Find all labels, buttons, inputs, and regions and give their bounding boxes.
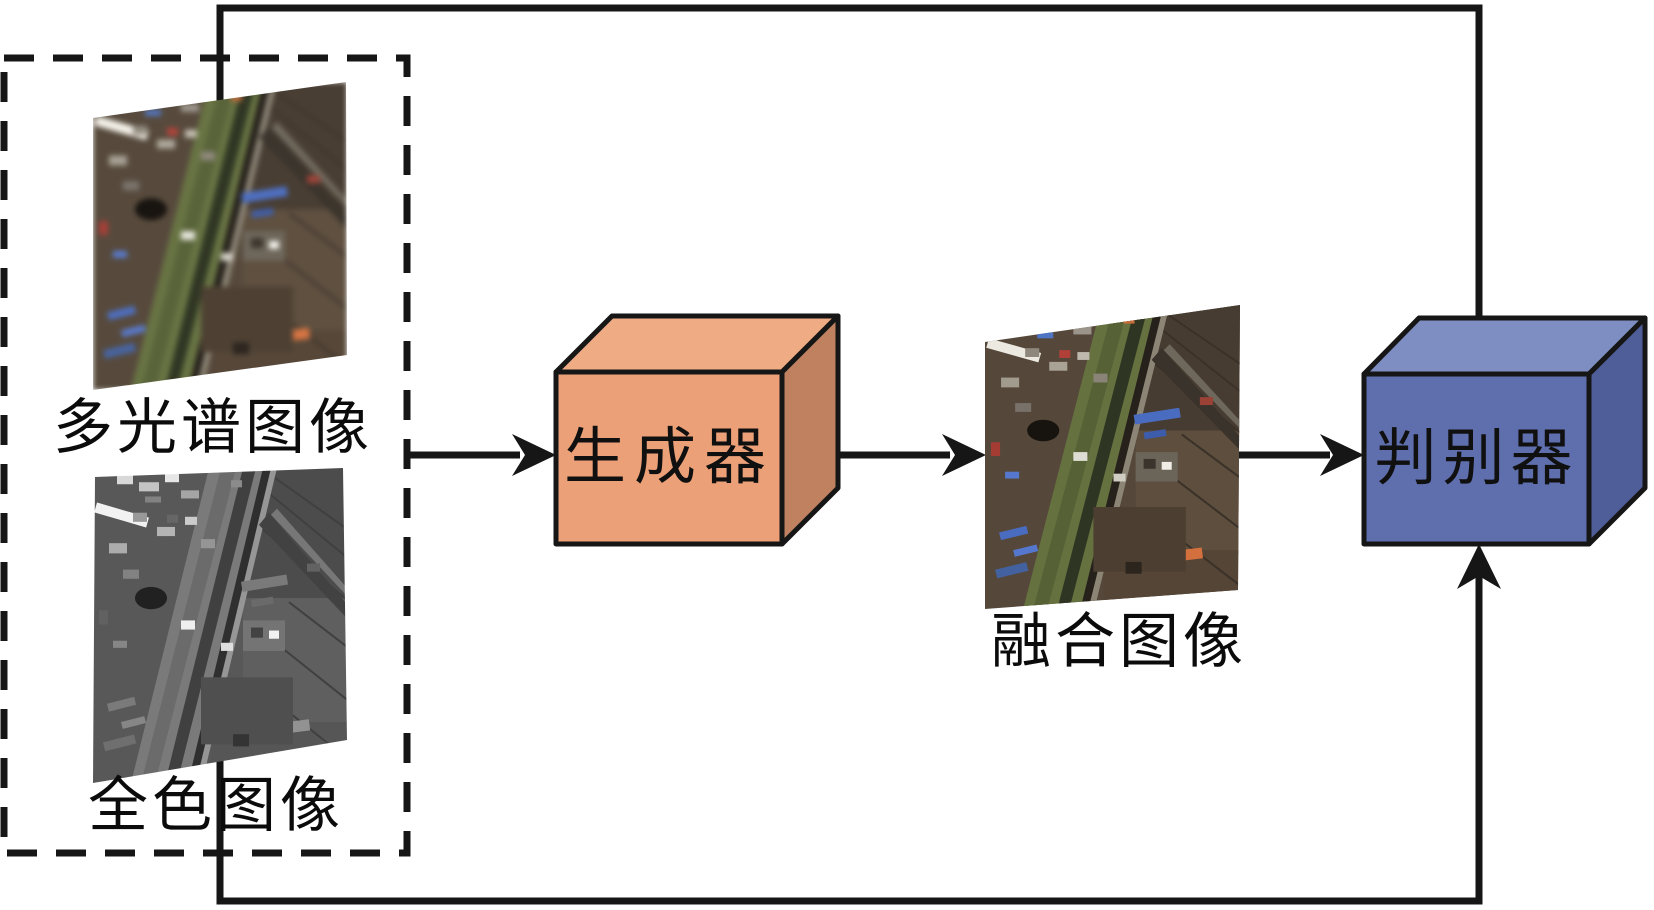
arrowhead-right-2 <box>942 434 986 476</box>
flow-inputs-to-generator <box>407 434 556 476</box>
panchromatic-image-label: 全色图像 <box>88 773 344 839</box>
discriminator-label: 判别器 <box>1374 425 1579 493</box>
arrowhead-right-3 <box>1320 434 1364 476</box>
flow-generator-to-fused <box>838 434 986 476</box>
multispectral-image-label: 多光谱图像 <box>53 395 373 461</box>
arrowhead-up-into-discriminator <box>1457 544 1501 589</box>
arrowhead-right-1 <box>512 434 556 476</box>
discriminator-node <box>1361 315 1648 547</box>
flow-fused-to-discriminator <box>1239 434 1364 476</box>
generator-node <box>553 313 841 547</box>
panchromatic-image <box>93 468 347 783</box>
multispectral-image <box>93 82 347 390</box>
feedback-line-bottom <box>216 560 1483 905</box>
fused-image-label: 融合图像 <box>991 609 1247 675</box>
discriminator-cube-front <box>1361 371 1592 547</box>
real-feedback-line-top <box>216 4 1483 342</box>
fused-image <box>985 305 1240 609</box>
generator-cube-front <box>553 369 785 547</box>
generator-label: 生成器 <box>563 424 774 492</box>
